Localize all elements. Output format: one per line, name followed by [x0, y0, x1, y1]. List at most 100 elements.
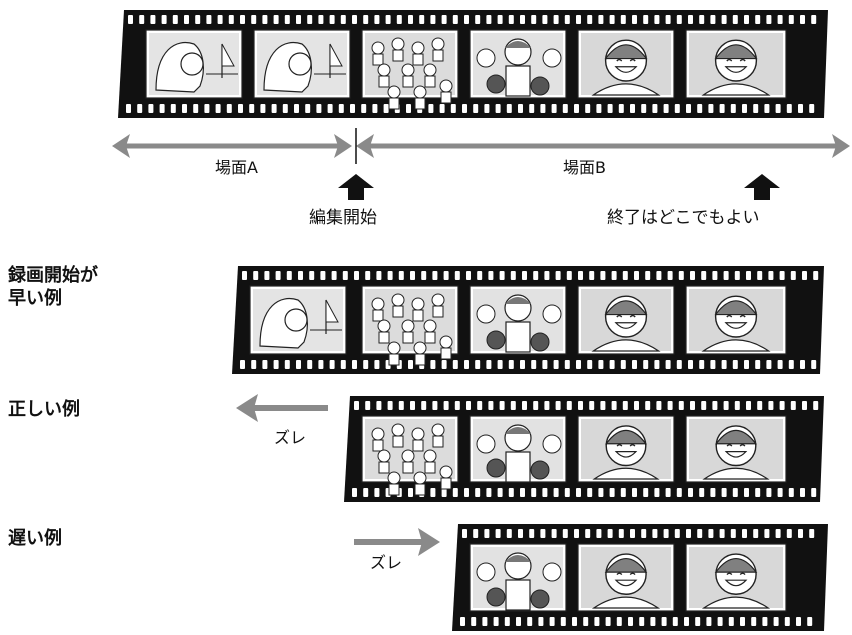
- sprocket-hole: [744, 15, 749, 24]
- sprocket-hole: [813, 401, 819, 410]
- sprocket-hole: [768, 271, 774, 280]
- child-body: [440, 91, 452, 104]
- sprocket-hole: [572, 617, 577, 626]
- sprocket-hole: [777, 360, 783, 369]
- sprocket-hole: [251, 15, 257, 24]
- sprocket-hole: [667, 271, 673, 280]
- child-head: [476, 562, 496, 582]
- sprocket-hole: [732, 15, 738, 24]
- shirt: [592, 467, 660, 480]
- child-head-back: [486, 587, 506, 607]
- sprocket-hole: [598, 488, 604, 497]
- sprocket-hole: [622, 271, 628, 280]
- sprocket-hole: [708, 529, 714, 538]
- sprocket-hole: [529, 104, 535, 113]
- film-strip-correct: [344, 396, 824, 502]
- child-body: [392, 435, 404, 448]
- eye: [726, 58, 733, 62]
- sprocket-hole: [620, 15, 626, 24]
- sprocket-hole: [678, 401, 684, 410]
- sprocket-hole: [286, 271, 292, 280]
- sprocket-hole: [542, 15, 548, 24]
- sprocket-hole: [755, 15, 761, 24]
- sprocket-hole: [128, 15, 133, 24]
- mouth: [724, 579, 748, 587]
- sprocket-hole: [811, 488, 817, 497]
- child-body: [392, 305, 404, 318]
- sprocket-hole: [432, 401, 438, 410]
- child-head: [431, 293, 445, 307]
- sprocket-hole: [732, 360, 738, 369]
- sprocket-hole: [706, 617, 712, 626]
- sprocket-hole: [275, 271, 281, 280]
- sprocket-hole: [766, 360, 772, 369]
- sprocket-hole: [807, 617, 813, 626]
- sprocket-hole: [365, 271, 371, 280]
- sprocket-hole: [410, 271, 415, 280]
- sprocket-hole: [566, 401, 572, 410]
- sprocket-hole: [723, 271, 729, 280]
- child-head: [377, 319, 391, 333]
- shirt: [701, 83, 771, 96]
- sprocket-hole: [688, 360, 693, 369]
- arrow-head-left: [112, 134, 130, 158]
- sprocket-hole: [788, 488, 794, 497]
- sprocket-hole: [744, 360, 749, 369]
- sprocket-hole: [598, 360, 604, 369]
- sprocket-hole: [701, 271, 707, 280]
- sprocket-hole: [296, 360, 301, 369]
- sprocket-hole: [419, 15, 425, 24]
- sprocket-hole: [560, 617, 566, 626]
- child-head: [401, 449, 415, 463]
- child-head: [391, 293, 405, 307]
- sprocket-hole: [788, 360, 794, 369]
- sprocket-hole: [374, 488, 380, 497]
- sprocket-hole: [598, 15, 604, 24]
- sprocket-hole: [408, 488, 413, 497]
- child-head-back: [530, 332, 550, 352]
- eye: [739, 314, 746, 318]
- sprocket-hole: [497, 488, 503, 497]
- sprocket-hole: [462, 529, 467, 538]
- child-head: [423, 319, 437, 333]
- child-body: [440, 477, 452, 490]
- sprocket-hole: [654, 15, 660, 24]
- sprocket-hole: [264, 271, 270, 280]
- sprocket-hole: [452, 360, 458, 369]
- sprocket-hole: [473, 104, 479, 113]
- sprocket-hole: [779, 271, 785, 280]
- sprocket-hole: [421, 401, 427, 410]
- woman-face: [288, 52, 312, 76]
- arrow-head-left: [356, 134, 374, 158]
- sprocket-hole: [352, 360, 357, 369]
- sprocket-hole: [699, 15, 705, 24]
- sprocket-hole: [260, 104, 266, 113]
- sprocket-hole: [665, 488, 671, 497]
- sprocket-hole: [383, 104, 389, 113]
- cap: [505, 297, 531, 304]
- sprocket-hole: [497, 360, 503, 369]
- child-head: [377, 63, 391, 77]
- child-body: [505, 451, 531, 483]
- sprocket-hole: [576, 488, 581, 497]
- sprocket-hole: [764, 104, 770, 113]
- early-start-row-label: 録画開始が 早い例: [8, 265, 98, 310]
- sprocket-hole: [374, 15, 380, 24]
- mouth: [724, 66, 748, 73]
- eye: [739, 58, 746, 62]
- sprocket-hole: [240, 360, 245, 369]
- sprocket-hole: [516, 617, 521, 626]
- sprocket-hole: [551, 529, 557, 538]
- sprocket-hole: [607, 104, 613, 113]
- mouth: [614, 66, 638, 73]
- child-body: [505, 65, 531, 97]
- sprocket-hole: [298, 271, 303, 280]
- sprocket-hole: [786, 529, 792, 538]
- sprocket-hole: [240, 15, 245, 24]
- sprocket-hole: [184, 15, 189, 24]
- sprocket-hole: [690, 271, 695, 280]
- sprocket-hole: [482, 617, 488, 626]
- cap: [604, 44, 648, 60]
- child-body: [424, 75, 436, 88]
- child-body: [424, 331, 436, 344]
